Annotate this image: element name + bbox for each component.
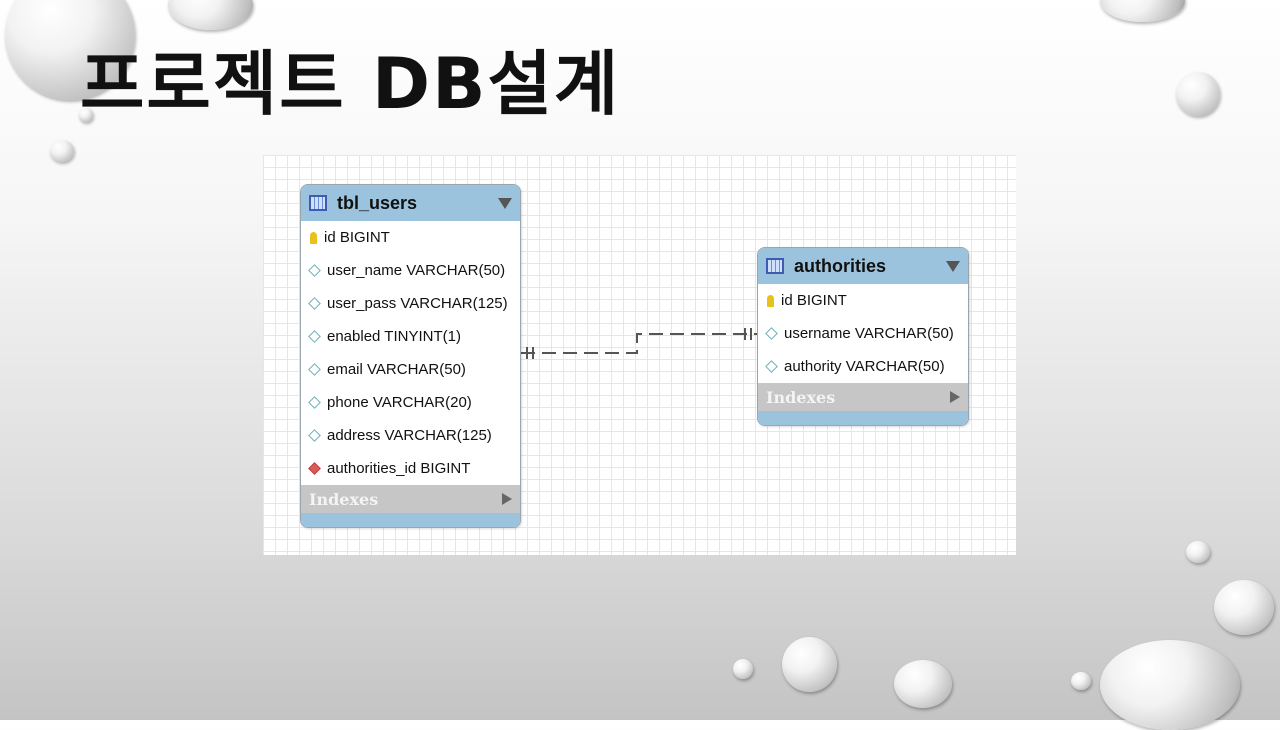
- relationship-connector: [521, 328, 757, 359]
- column-diamond-icon: [308, 264, 321, 277]
- column-row[interactable]: username VARCHAR(50): [758, 317, 968, 350]
- column-label: id BIGINT: [324, 229, 390, 246]
- table-authorities[interactable]: authorities id BIGINT username VARCHAR(5…: [757, 247, 969, 426]
- column-label: id BIGINT: [781, 292, 847, 309]
- table-tbl-users[interactable]: tbl_users id BIGINT user_name VARCHAR(50…: [300, 184, 521, 528]
- er-diagram-canvas: tbl_users id BIGINT user_name VARCHAR(50…: [263, 155, 1016, 555]
- water-drop-decoration: [1186, 541, 1210, 563]
- column-label: address VARCHAR(125): [327, 427, 492, 444]
- slide-title: 프로젝트 DB설계: [80, 43, 621, 125]
- column-diamond-icon: [765, 360, 778, 373]
- primary-key-icon: [310, 231, 317, 244]
- expand-arrow-icon[interactable]: [950, 391, 960, 403]
- primary-key-icon: [767, 294, 774, 307]
- water-drop-decoration: [1100, 640, 1240, 730]
- indexes-label: Indexes: [766, 387, 836, 407]
- collapse-arrow-icon[interactable]: [946, 260, 960, 272]
- column-row[interactable]: address VARCHAR(125): [301, 419, 520, 452]
- column-diamond-icon: [308, 363, 321, 376]
- column-row[interactable]: authority VARCHAR(50): [758, 350, 968, 383]
- column-row[interactable]: id BIGINT: [758, 284, 968, 317]
- table-name: tbl_users: [337, 192, 418, 213]
- water-drop-decoration: [1176, 72, 1220, 116]
- table-icon: [766, 258, 784, 274]
- table-footer: [301, 513, 520, 527]
- table-icon: [309, 195, 327, 211]
- column-row[interactable]: authorities_id BIGINT: [301, 452, 520, 485]
- column-diamond-icon: [308, 396, 321, 409]
- column-diamond-icon: [308, 297, 321, 310]
- collapse-arrow-icon[interactable]: [498, 197, 512, 209]
- column-label: user_name VARCHAR(50): [327, 262, 506, 279]
- water-drop-decoration: [1100, 0, 1185, 22]
- column-row[interactable]: email VARCHAR(50): [301, 353, 520, 386]
- column-label: enabled TINYINT(1): [327, 328, 461, 345]
- water-drop-decoration: [50, 140, 74, 162]
- column-row[interactable]: id BIGINT: [301, 221, 520, 254]
- water-drop-decoration: [5, 0, 135, 100]
- column-label: authority VARCHAR(50): [784, 358, 945, 375]
- indexes-section[interactable]: Indexes: [301, 485, 520, 513]
- column-label: email VARCHAR(50): [327, 361, 466, 378]
- column-label: username VARCHAR(50): [784, 325, 954, 342]
- water-drop-decoration: [168, 0, 253, 30]
- water-drop-decoration: [1214, 580, 1274, 635]
- foreign-key-icon: [308, 462, 321, 475]
- column-row[interactable]: user_pass VARCHAR(125): [301, 287, 520, 320]
- indexes-section[interactable]: Indexes: [758, 383, 968, 411]
- water-drop-decoration: [894, 660, 952, 708]
- table-name: authorities: [794, 255, 887, 276]
- indexes-label: Indexes: [309, 489, 379, 509]
- column-diamond-icon: [308, 429, 321, 442]
- water-drop-decoration: [1071, 672, 1091, 690]
- table-footer: [758, 411, 968, 425]
- water-drop-decoration: [733, 659, 753, 679]
- water-drop-decoration: [79, 108, 93, 122]
- column-label: phone VARCHAR(20): [327, 394, 472, 411]
- table-header[interactable]: tbl_users: [301, 185, 520, 221]
- column-row[interactable]: phone VARCHAR(20): [301, 386, 520, 419]
- column-row[interactable]: user_name VARCHAR(50): [301, 254, 520, 287]
- expand-arrow-icon[interactable]: [502, 493, 512, 505]
- water-drop-decoration: [782, 637, 837, 692]
- table-header[interactable]: authorities: [758, 248, 968, 284]
- column-diamond-icon: [765, 327, 778, 340]
- column-row[interactable]: enabled TINYINT(1): [301, 320, 520, 353]
- column-diamond-icon: [308, 330, 321, 343]
- column-label: user_pass VARCHAR(125): [327, 295, 508, 312]
- column-label: authorities_id BIGINT: [327, 460, 471, 477]
